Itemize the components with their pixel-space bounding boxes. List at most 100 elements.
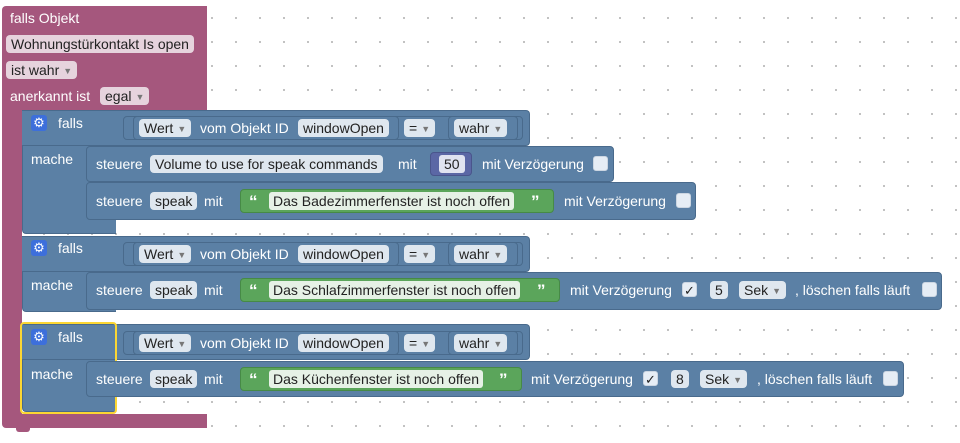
from-object-label: vom Objekt ID	[200, 335, 289, 351]
clear-label: , löschen falls läuft	[795, 282, 911, 298]
chevron-down-icon: ▼	[421, 250, 431, 260]
steuere-label: steuere	[96, 193, 143, 209]
condition-dropdown-value: ist wahr	[11, 62, 60, 78]
mache-label: mache	[31, 151, 74, 167]
delay-checkbox[interactable]: ✓	[643, 371, 658, 387]
delay-checkbox[interactable]: ✓	[682, 282, 697, 298]
gear-icon[interactable]: ⚙	[31, 240, 47, 256]
unit-value: Sek	[744, 282, 769, 298]
value-dropdown[interactable]: Wert▼	[139, 119, 192, 137]
chevron-down-icon: ▼	[493, 339, 503, 349]
target-value: speak	[155, 193, 193, 209]
mit-label: mit	[204, 282, 223, 298]
open-quote-icon: “	[249, 192, 258, 211]
from-object-label: vom Objekt ID	[200, 120, 289, 136]
falls-label: falls	[58, 115, 83, 131]
operator-dropdown[interactable]: =▼	[404, 245, 436, 263]
clear-label: , löschen falls läuft	[757, 371, 873, 387]
close-quote-icon: ”	[537, 281, 546, 300]
mit-label: mit	[204, 371, 223, 387]
operator-dropdown[interactable]: =▼	[404, 334, 436, 352]
target-field[interactable]: speak	[150, 370, 198, 388]
mache-label: mache	[31, 366, 74, 382]
steuere-label: steuere	[96, 282, 143, 298]
steuere-label: steuere	[96, 371, 143, 387]
condition-dropdown[interactable]: ist wahr▼	[6, 61, 78, 79]
chevron-down-icon: ▼	[177, 250, 187, 260]
operator-value: =	[409, 335, 418, 351]
object-selector[interactable]: Wohnungstürkontakt Is open	[6, 35, 194, 53]
unit-dropdown[interactable]: Sek▼	[739, 281, 787, 299]
from-object-label: vom Objekt ID	[200, 246, 289, 262]
mit-label: mit	[398, 156, 417, 172]
chevron-down-icon: ▼	[63, 66, 73, 76]
value-dropdown[interactable]: Wert▼	[139, 245, 192, 263]
unit-dropdown[interactable]: Sek▼	[700, 370, 748, 388]
delay-label: mit Verzögerung	[570, 282, 672, 298]
value-dropdown-label: Wert	[144, 335, 174, 351]
unit-value: Sek	[705, 371, 730, 387]
ack-label: anerkannt ist	[10, 88, 91, 104]
steuere-label: steuere	[96, 156, 143, 172]
target-value: speak	[155, 371, 193, 387]
boolean-dropdown[interactable]: wahr▼	[454, 334, 508, 352]
mache-label: mache	[31, 277, 74, 293]
text-value[interactable]: Das Küchenfenster ist noch offen	[269, 370, 483, 388]
ack-dropdown-value: egal	[105, 88, 132, 104]
boolean-dropdown[interactable]: wahr▼	[454, 245, 508, 263]
clear-checkbox[interactable]	[883, 371, 898, 386]
object-id-field[interactable]: windowOpen	[298, 245, 389, 263]
trigger-block-bottom	[2, 414, 207, 428]
object-id-field[interactable]: windowOpen	[298, 334, 389, 352]
close-quote-icon: ”	[531, 192, 540, 211]
text-value[interactable]: Das Schlafzimmerfenster ist noch offen	[269, 281, 521, 299]
text-value[interactable]: Das Badezimmerfenster ist noch offen	[269, 192, 515, 210]
open-quote-icon: “	[249, 370, 258, 389]
number-block[interactable]: 50	[430, 152, 472, 176]
target-field[interactable]: speak	[150, 281, 198, 299]
gear-icon[interactable]: ⚙	[31, 329, 47, 345]
delay-value-field[interactable]: 8	[671, 370, 689, 388]
object-id-field[interactable]: windowOpen	[298, 119, 389, 137]
target-field[interactable]: Volume to use for speak commands	[150, 155, 383, 173]
operator-dropdown[interactable]: =▼	[404, 119, 436, 137]
chevron-down-icon: ▼	[772, 286, 782, 296]
close-quote-icon: ”	[499, 370, 508, 389]
delay-checkbox[interactable]	[593, 156, 608, 171]
target-value: speak	[155, 282, 193, 298]
object-id-value: windowOpen	[303, 120, 384, 136]
target-field[interactable]: speak	[150, 192, 198, 210]
object-id-value: windowOpen	[303, 335, 384, 351]
open-quote-icon: “	[249, 281, 258, 300]
mit-label: mit	[204, 193, 223, 209]
chevron-down-icon: ▼	[421, 339, 431, 349]
gear-icon[interactable]: ⚙	[31, 115, 47, 131]
delay-value: 8	[676, 371, 684, 387]
text-block[interactable]: “ Das Badezimmerfenster ist noch offen ”	[240, 189, 554, 213]
chevron-down-icon: ▼	[493, 124, 503, 134]
object-id-value: windowOpen	[303, 246, 384, 262]
clear-checkbox[interactable]	[922, 282, 937, 297]
trigger-title: falls Objekt	[10, 10, 80, 26]
object-selector-value: Wohnungstürkontakt Is open	[11, 36, 189, 52]
boolean-value: wahr	[459, 335, 490, 351]
number-value[interactable]: 50	[439, 155, 465, 173]
target-value: Volume to use for speak commands	[155, 156, 378, 172]
operator-value: =	[409, 246, 418, 262]
falls-label: falls	[58, 329, 83, 345]
text-block[interactable]: “ Das Küchenfenster ist noch offen ”	[240, 367, 522, 391]
ack-dropdown[interactable]: egal▼	[100, 87, 150, 105]
falls-label: falls	[58, 240, 83, 256]
delay-value: 5	[715, 282, 723, 298]
delay-value-field[interactable]: 5	[710, 281, 728, 299]
chevron-down-icon: ▼	[135, 92, 145, 102]
chevron-down-icon: ▼	[733, 375, 743, 385]
chevron-down-icon: ▼	[493, 250, 503, 260]
text-block[interactable]: “ Das Schlafzimmerfenster ist noch offen…	[240, 278, 560, 302]
value-dropdown[interactable]: Wert▼	[139, 334, 192, 352]
operator-value: =	[409, 120, 418, 136]
boolean-dropdown[interactable]: wahr▼	[454, 119, 508, 137]
chevron-down-icon: ▼	[177, 339, 187, 349]
delay-checkbox[interactable]	[676, 193, 691, 208]
delay-label: mit Verzögerung	[531, 371, 633, 387]
